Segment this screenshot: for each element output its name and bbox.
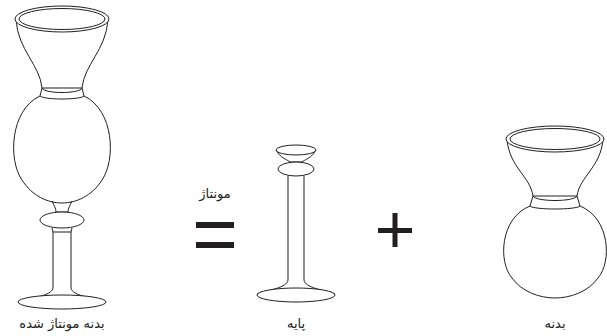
part-name: بدنه: [544, 316, 565, 332]
assembly-label: مونتاژ: [199, 186, 230, 202]
part-name: بدنه مونتاژ شده: [19, 316, 104, 332]
plus-sign: [378, 213, 412, 247]
vase-body: [504, 126, 607, 298]
stand: [257, 145, 335, 302]
assembled-vase: [14, 6, 111, 309]
part-name: پایه: [287, 316, 305, 332]
equals-sign: [196, 222, 234, 248]
